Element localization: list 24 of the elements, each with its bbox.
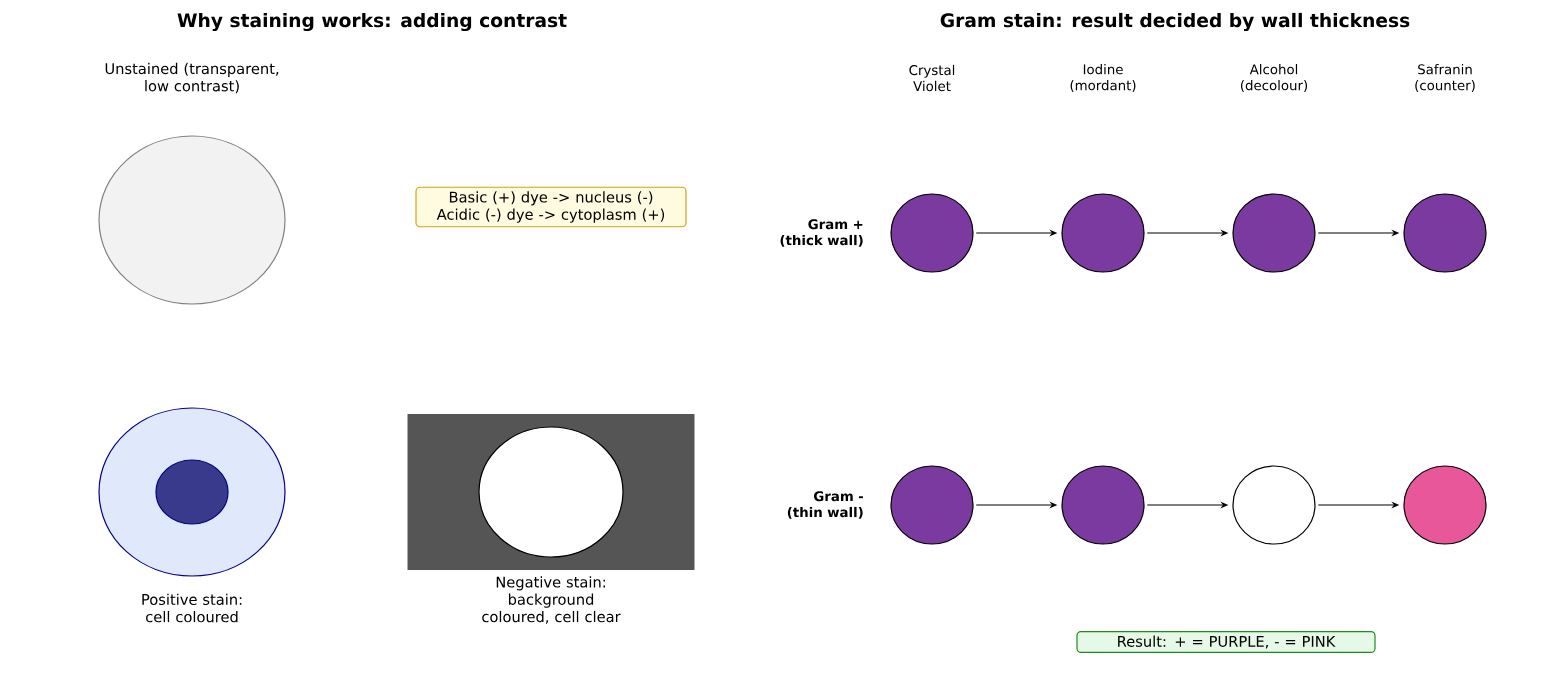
column-header: Iodine (mordant) <box>1070 64 1136 92</box>
stain-circle <box>1403 465 1487 545</box>
stain-circle <box>1403 193 1487 273</box>
panel-title: Why staining works: adding contrast <box>177 12 567 32</box>
stain-circle <box>1061 193 1145 273</box>
column-header: Crystal Violet <box>909 64 955 92</box>
note-box: Basic (+) dye -> nucleus (-) Acidic (-) dye -> cytoplasm (+) <box>415 186 687 228</box>
node-label: Unstained (transparent, low contrast) <box>105 62 279 94</box>
negative-stain-drawing: Negative stain: background coloured, cell clear <box>407 414 695 624</box>
panel-title: Gram stain: result decided by wall thickness <box>940 12 1410 32</box>
row-label: Gram + (thick wall) <box>780 219 863 247</box>
cell-drawing: Unstained (transparent, low contrast) <box>98 62 286 305</box>
row-label: Gram - (thin wall) <box>787 491 863 519</box>
stain-circle <box>890 193 974 273</box>
stain-circle <box>1061 465 1145 545</box>
stain-circle <box>1232 465 1316 545</box>
node-label: Negative stain: background coloured, cell clear <box>482 576 621 624</box>
stain-circle <box>890 465 974 545</box>
column-header: Alcohol (decolour) <box>1241 64 1308 92</box>
column-header: Safranin (counter) <box>1415 64 1475 92</box>
stain-circle <box>1232 193 1316 273</box>
stained-cell-drawing: Positive stain: cell coloured <box>98 407 286 623</box>
node-label: Positive stain: cell coloured <box>142 593 242 623</box>
result-box: Result: + = PURPLE, - = PINK <box>1076 630 1376 653</box>
